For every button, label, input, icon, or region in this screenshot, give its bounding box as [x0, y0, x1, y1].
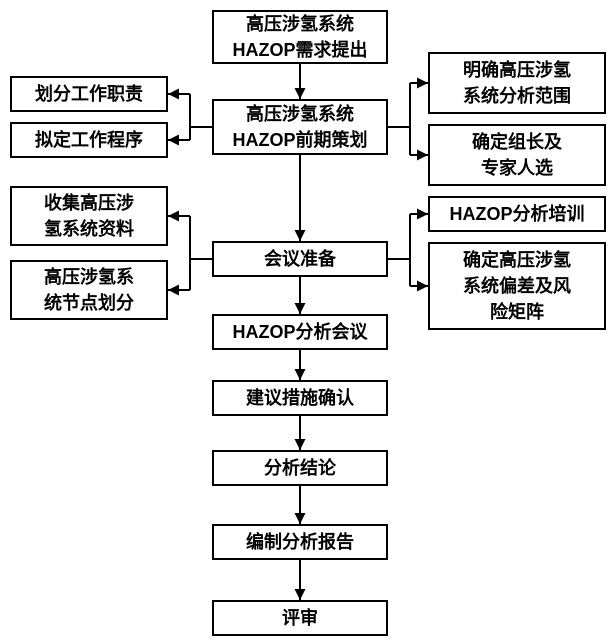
connector-meeting-prep-left-rail — [189, 216, 212, 290]
node-measures-confirmation: 建议措施确认 — [212, 380, 388, 416]
node-deviation-risk-matrix: 确定高压涉氢 系统偏差及风 险矩阵 — [428, 242, 606, 330]
node-hazop-training: HAZOP分析培训 — [428, 196, 606, 232]
node-analysis-report: 编制分析报告 — [212, 524, 388, 560]
connector-preplanning-right-rail — [388, 83, 411, 155]
node-meeting-preparation: 会议准备 — [212, 241, 388, 277]
node-hazop-requirement: 高压涉氢系统 HAZOP需求提出 — [212, 10, 388, 64]
node-collect-system-data: 收集高压涉 氢系统资料 — [10, 186, 168, 246]
connector-meeting-prep-right-rail — [388, 214, 411, 286]
node-divide-responsibilities: 划分工作职责 — [10, 76, 168, 112]
node-leader-and-experts: 确定组长及 专家人选 — [428, 124, 606, 186]
connector-preplanning-left-rail — [189, 94, 212, 140]
node-draft-procedures: 拟定工作程序 — [10, 122, 168, 158]
node-define-analysis-scope: 明确高压涉氢 系统分析范围 — [428, 52, 606, 114]
node-hazop-analysis-meeting: HAZOP分析会议 — [212, 314, 388, 350]
node-review: 评审 — [212, 600, 388, 636]
node-system-node-division: 高压涉氢系 统节点划分 — [10, 260, 168, 320]
node-hazop-preplanning: 高压涉氢系统 HAZOP前期策划 — [212, 99, 388, 155]
node-analysis-conclusion: 分析结论 — [212, 450, 388, 486]
